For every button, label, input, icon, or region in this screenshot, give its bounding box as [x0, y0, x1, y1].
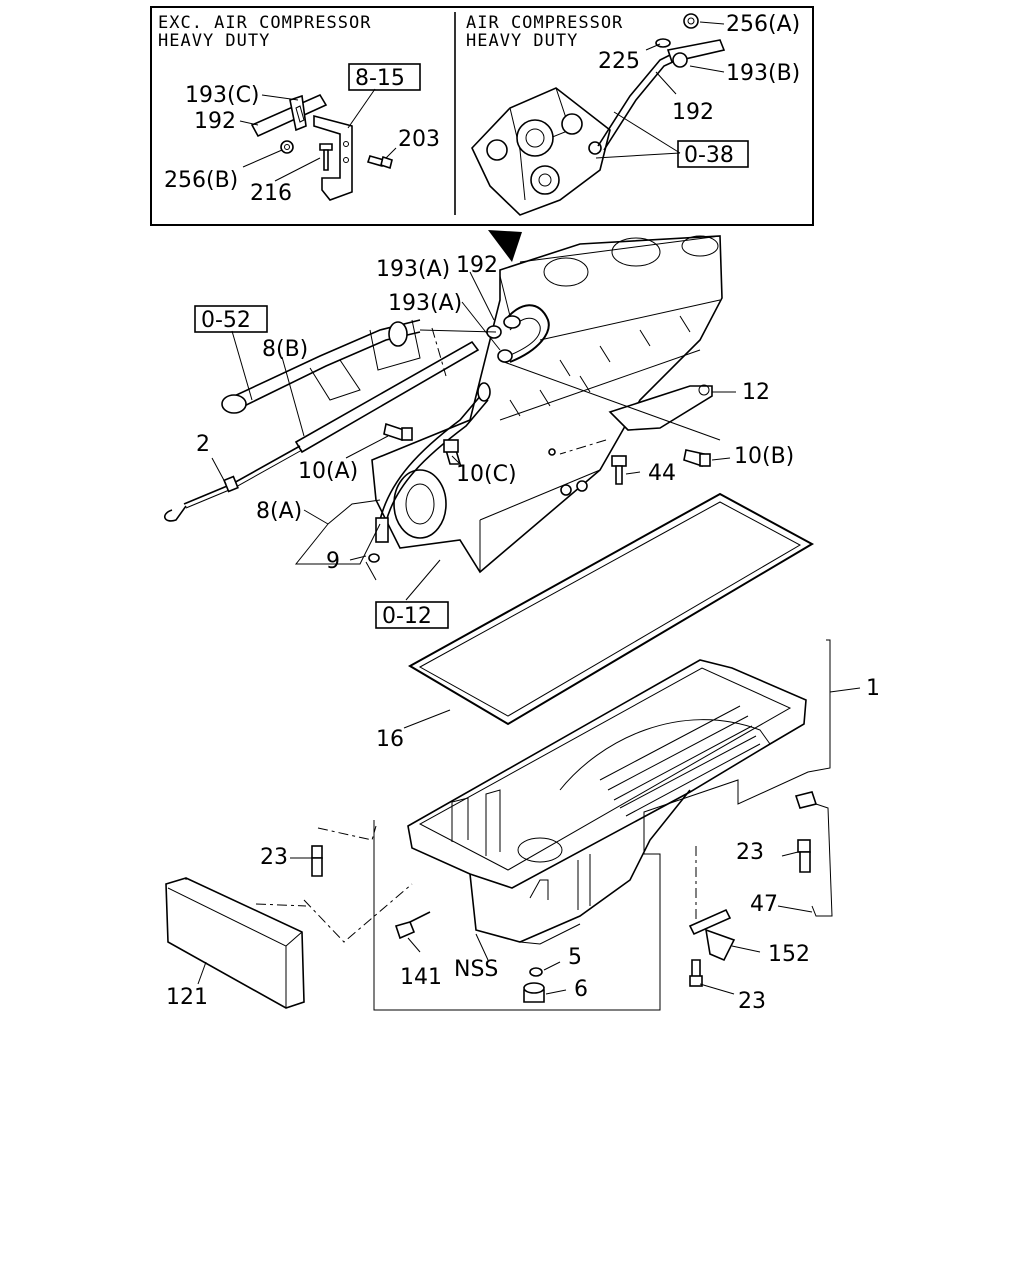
label-5: 5 — [568, 945, 582, 970]
ref-8-15: 8-15 — [355, 66, 405, 91]
label-141: 141 — [400, 965, 442, 990]
ref-0-38: 0-38 — [684, 143, 734, 168]
label-10b: 10(B) — [734, 444, 794, 469]
inset-left-header-1: EXC. AIR COMPRESSOR — [158, 13, 371, 33]
label-193a-top: 193(A) — [376, 257, 450, 282]
inset-panel: EXC. AIR COMPRESSOR HEAVY DUTY AIR COMPR… — [150, 6, 814, 226]
pan-group-outline — [373, 639, 831, 1011]
dipstick-tube-8b — [221, 319, 480, 454]
label-8a: 8(A) — [256, 499, 302, 524]
label-23-bottom: 23 — [738, 989, 766, 1014]
oil-pan-1 — [407, 659, 807, 945]
part-labels: 256(A) 225 193(B) 192 193(C) 192 203 256… — [164, 12, 880, 1014]
bracket-12 — [608, 384, 713, 431]
ref-0-12: 0-12 — [382, 604, 432, 629]
label-10a: 10(A) — [298, 459, 358, 484]
label-192-left: 192 — [194, 109, 236, 134]
oil-pan-gasket-16 — [407, 492, 815, 726]
inset-left-parts — [239, 88, 397, 201]
label-nss: NSS — [454, 957, 498, 982]
label-256b: 256(B) — [164, 168, 238, 193]
ref-box-0-12 — [375, 601, 449, 629]
label-193a-2: 193(A) — [388, 291, 462, 316]
label-225: 225 — [598, 49, 640, 74]
label-216: 216 — [250, 181, 292, 206]
label-8b: 8(B) — [262, 337, 308, 362]
inset-left-header-2: HEAVY DUTY — [158, 31, 270, 51]
ref-box-0-52 — [194, 305, 268, 333]
bolts-10 — [383, 422, 711, 496]
label-193c: 193(C) — [185, 83, 260, 108]
label-152: 152 — [768, 942, 810, 967]
label-23-right: 23 — [736, 840, 764, 865]
label-193b: 193(B) — [726, 61, 800, 86]
engine-block — [371, 235, 723, 574]
label-16: 16 — [376, 727, 404, 752]
leader-lines — [197, 271, 861, 995]
level-gauge-tube-8a — [368, 382, 491, 563]
inset-pointer-arrow — [488, 230, 522, 262]
label-1: 1 — [866, 676, 880, 701]
label-203: 203 — [398, 127, 440, 152]
inset-right-parts — [471, 13, 726, 216]
label-256a: 256(A) — [726, 12, 800, 37]
label-121: 121 — [166, 985, 208, 1010]
ref-0-52: 0-52 — [201, 308, 251, 333]
label-6: 6 — [574, 977, 588, 1002]
label-10c: 10(C) — [456, 462, 517, 487]
label-44: 44 — [648, 461, 676, 486]
label-192-main: 192 — [456, 253, 498, 278]
inset-right-header-2: HEAVY DUTY — [466, 31, 578, 51]
pan-accessories — [165, 791, 833, 1009]
dipstick-2 — [164, 445, 303, 522]
label-192-inset: 192 — [672, 100, 714, 125]
inset-right-header-1: AIR COMPRESSOR — [466, 13, 623, 33]
hose-192 — [419, 304, 550, 363]
label-12: 12 — [742, 380, 770, 405]
label-9: 9 — [326, 549, 340, 574]
label-47: 47 — [750, 892, 778, 917]
label-2: 2 — [196, 432, 210, 457]
label-23-left: 23 — [260, 845, 288, 870]
